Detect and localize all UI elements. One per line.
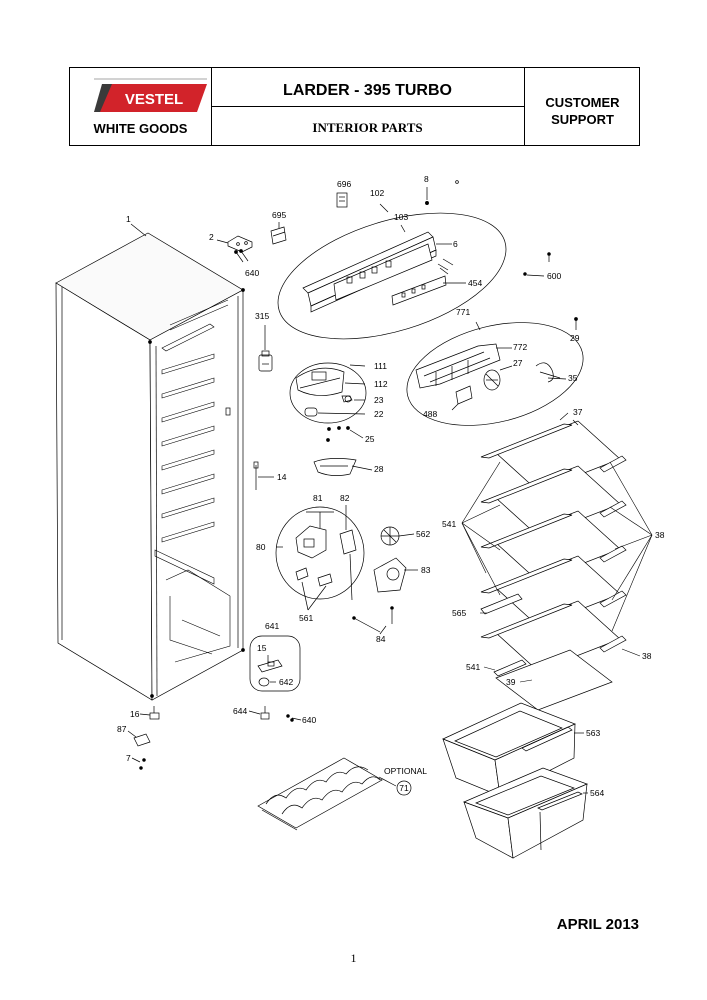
part-696 <box>336 192 348 208</box>
part-label: 6 <box>453 239 458 249</box>
part-label: 87 <box>117 724 127 734</box>
part-label: 14 <box>277 472 287 482</box>
vestel-logo: VESTEL <box>94 78 207 112</box>
part-label: 71 <box>399 783 409 793</box>
part-14 <box>253 461 274 490</box>
part-label: 771 <box>456 307 470 317</box>
part-label: 103 <box>394 212 408 222</box>
part-label: 82 <box>340 493 350 503</box>
part-25 <box>326 426 364 442</box>
part-labels: 696 8 102 1 695 103 2 6 640 600 454 315 … <box>117 174 665 798</box>
part-641-group <box>249 635 301 692</box>
part-label: 16 <box>130 709 140 719</box>
revision-date: APRIL 2013 <box>556 916 639 933</box>
part-label: 563 <box>586 728 600 738</box>
part-label: 562 <box>416 529 430 539</box>
part-label: 81 <box>313 493 323 503</box>
part-562 <box>380 526 415 546</box>
shelf-stack <box>480 420 627 711</box>
part-label: 541 <box>442 519 456 529</box>
cabinet-body <box>55 223 245 701</box>
part-label: 112 <box>374 379 388 389</box>
air-duct-group <box>406 317 584 426</box>
part-2 <box>216 235 253 253</box>
part-label: 315 <box>255 311 269 321</box>
part-83 <box>373 557 418 593</box>
part-label: 35 <box>568 373 578 383</box>
top-panel-group <box>277 203 507 340</box>
part-label: 772 <box>513 342 527 352</box>
part-label: 22 <box>374 409 384 419</box>
support-line: CUSTOMER <box>545 95 620 110</box>
part-7 <box>131 757 146 770</box>
part-label: 27 <box>513 358 523 368</box>
part-label: 642 <box>279 677 293 687</box>
part-label: 600 <box>547 271 561 281</box>
part-label: 641 <box>265 621 279 631</box>
bottle-rack <box>257 757 397 831</box>
support-label: CUSTOMER SUPPORT <box>524 94 641 128</box>
support-line: SUPPORT <box>551 112 614 127</box>
part-695 <box>270 222 287 245</box>
part-label: 640 <box>302 715 316 725</box>
divider <box>211 106 524 107</box>
part-8 <box>425 180 459 205</box>
part-84 <box>352 606 394 635</box>
part-label: 15 <box>257 643 267 653</box>
part-label: 565 <box>452 608 466 618</box>
part-label: 561 <box>299 613 313 623</box>
title-block: VESTEL WHITE GOODS LARDER - 395 TURBO IN… <box>69 67 640 146</box>
part-label: 1 <box>126 214 131 224</box>
part-label: 83 <box>421 565 431 575</box>
part-label: 37 <box>573 407 583 417</box>
part-label: 111 <box>374 361 387 371</box>
part-label: 640 <box>245 268 259 278</box>
part-label: 25 <box>365 434 375 444</box>
part-label: 644 <box>233 706 247 716</box>
brand-name: VESTEL <box>125 91 183 108</box>
part-label: 696 <box>337 179 351 189</box>
brand-subtitle: WHITE GOODS <box>93 121 188 136</box>
crisper-drawer-lower <box>463 767 588 859</box>
part-label: 38 <box>655 530 665 540</box>
part-640-bottom <box>286 714 302 722</box>
part-315 <box>258 325 273 372</box>
part-16 <box>139 706 160 720</box>
part-label: 695 <box>272 210 286 220</box>
part-label: 102 <box>370 188 384 198</box>
page-subtitle: INTERIOR PARTS <box>312 120 423 135</box>
part-label: 7 <box>126 753 131 763</box>
part-label: 80 <box>256 542 266 552</box>
part-label: 454 <box>468 278 482 288</box>
thermostat-group <box>275 505 365 611</box>
part-87 <box>127 730 151 747</box>
part-label: 541 <box>466 662 480 672</box>
part-640 <box>234 249 249 263</box>
divider <box>524 68 525 145</box>
page-number: 1 <box>350 951 357 965</box>
part-label: 564 <box>590 788 604 798</box>
part-label: 488 <box>423 409 437 419</box>
part-600 <box>523 252 551 277</box>
part-label: 38 <box>642 651 652 661</box>
part-label: 28 <box>374 464 384 474</box>
part-label: 8 <box>424 174 429 184</box>
part-label: 39 <box>506 677 516 687</box>
part-label: 29 <box>570 333 580 343</box>
part-28 <box>313 458 373 476</box>
part-label: 84 <box>376 634 386 644</box>
crisper-drawer-upper <box>442 702 584 797</box>
lamp-group <box>289 362 367 424</box>
part-label: 23 <box>374 395 384 405</box>
part-644 <box>248 706 270 720</box>
part-label: 2 <box>209 232 214 242</box>
page-title: LARDER - 395 TURBO <box>283 82 452 99</box>
part-label: OPTIONAL <box>384 766 427 776</box>
